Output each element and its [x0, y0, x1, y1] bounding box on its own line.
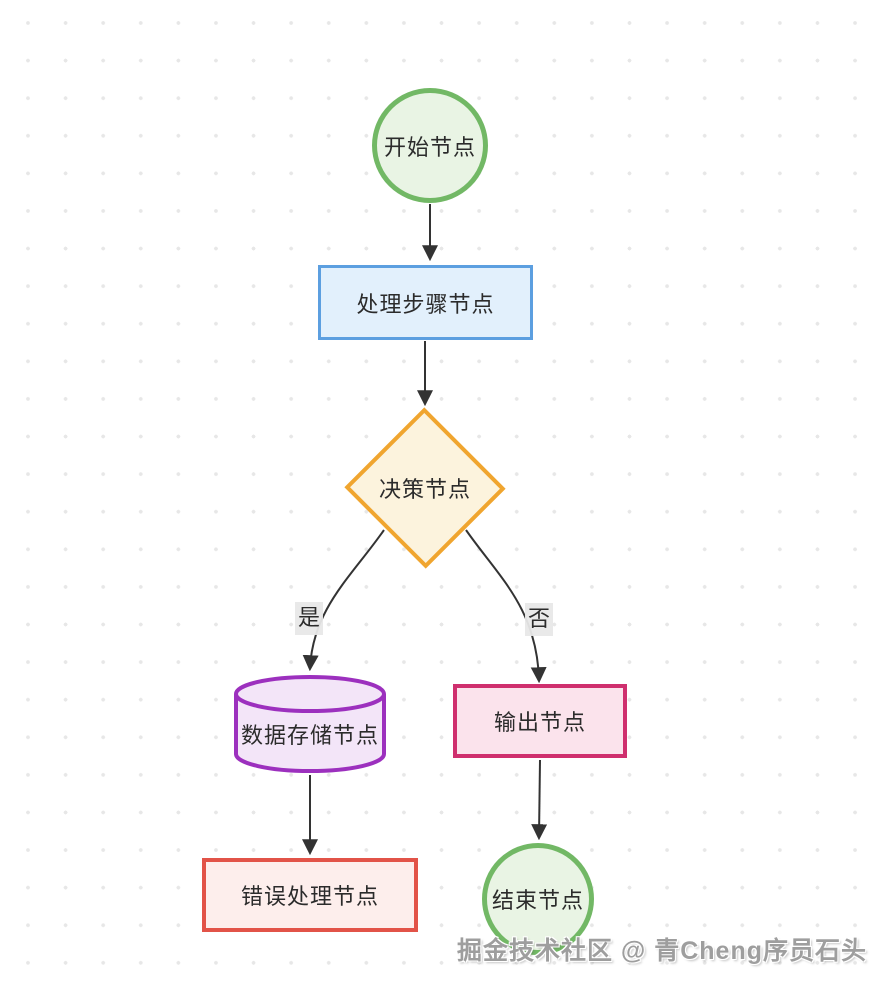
- node-process-label: 处理步骤节点: [356, 291, 495, 317]
- edge-decision-to-database: [302, 529, 385, 672]
- watermark-text: 掘金技术社区 @ 青Cheng序员石头: [456, 937, 867, 965]
- node-start: 开始节点: [372, 88, 488, 203]
- node-process: 处理步骤节点: [318, 265, 533, 340]
- node-database: 数据存储节点: [232, 718, 388, 750]
- edge-decision-to-output: [465, 529, 547, 684]
- node-error: 错误处理节点: [202, 858, 418, 932]
- node-end: 结束节点: [482, 843, 594, 955]
- node-error-label: 错误处理节点: [240, 884, 379, 909]
- edge-output-to-end: [531, 759, 548, 841]
- node-end-label: 结束节点: [491, 888, 584, 913]
- database-cylinder-shape: [234, 675, 386, 773]
- edge-label-yes: 是: [295, 602, 324, 636]
- node-output: 输出节点: [453, 684, 627, 758]
- node-database-label: 数据存储节点: [240, 723, 379, 748]
- node-decision: 决策节点: [343, 407, 507, 569]
- node-output-label: 输出节点: [493, 710, 586, 735]
- node-start-label: 开始节点: [383, 134, 476, 160]
- node-decision-label: 决策节点: [378, 477, 471, 502]
- edge-label-no: 否: [525, 603, 554, 637]
